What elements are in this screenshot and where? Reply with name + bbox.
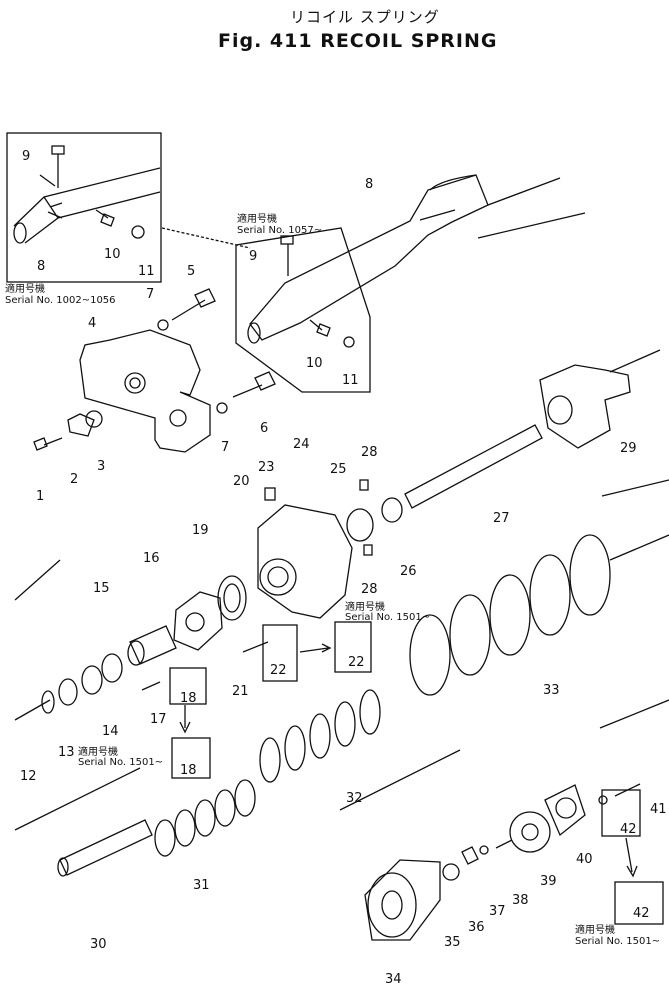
cylinder-8 xyxy=(249,174,489,341)
idler-34 xyxy=(364,859,441,941)
callout-22a: 22 xyxy=(270,663,287,678)
callout-7a: 7 xyxy=(146,287,154,302)
callout-36: 36 xyxy=(468,920,485,935)
note-serial-1501-b: Serial No. 1501~ xyxy=(78,757,163,768)
inset-box-1002 xyxy=(6,132,162,283)
callout-38: 38 xyxy=(512,893,529,908)
box-22b xyxy=(334,621,372,673)
inset-box-1057 xyxy=(235,227,371,393)
callout-3: 3 xyxy=(97,459,105,474)
callout-33: 33 xyxy=(543,683,560,698)
callout-34: 34 xyxy=(385,972,402,984)
note-serial-1501-b-jp: 適用号機 xyxy=(78,745,118,758)
callout-1: 1 xyxy=(36,489,44,504)
callout-20: 20 xyxy=(233,474,250,489)
inset-cylinder xyxy=(13,167,161,244)
callout-35: 35 xyxy=(444,935,461,950)
note-serial-1002: Serial No. 1002~1056 xyxy=(5,295,116,306)
callout-4: 4 xyxy=(88,316,96,331)
callout-9a: 9 xyxy=(22,149,30,164)
callout-28b: 28 xyxy=(361,582,378,597)
callout-8b: 8 xyxy=(37,259,45,274)
callout-11b: 11 xyxy=(342,373,359,388)
note-serial-1501-c: Serial No. 1501~ xyxy=(575,936,660,947)
callout-10b: 10 xyxy=(306,356,323,371)
callout-26: 26 xyxy=(400,564,417,579)
callout-16: 16 xyxy=(143,551,160,566)
callout-15: 15 xyxy=(93,581,110,596)
callout-17: 17 xyxy=(150,712,167,727)
callout-42b: 42 xyxy=(633,906,650,921)
callout-41: 41 xyxy=(650,802,667,817)
callout-39: 39 xyxy=(540,874,557,889)
box-42a xyxy=(601,789,641,837)
figure-title: Fig. 411 RECOIL SPRING xyxy=(218,30,498,52)
callout-5: 5 xyxy=(187,264,195,279)
callout-22b: 22 xyxy=(348,655,365,670)
callout-40: 40 xyxy=(576,852,593,867)
box-18b xyxy=(171,737,211,779)
callout-37: 37 xyxy=(489,904,506,919)
callout-31: 31 xyxy=(193,878,210,893)
callout-42a: 42 xyxy=(620,822,637,837)
callout-18b: 18 xyxy=(180,763,197,778)
box-18a xyxy=(169,667,207,705)
plate-16 xyxy=(173,591,223,651)
callout-27: 27 xyxy=(493,511,510,526)
callout-10a: 10 xyxy=(104,247,121,262)
box-42b xyxy=(614,881,664,925)
tube-30 xyxy=(59,819,153,876)
note-serial-1501-c-jp: 適用号機 xyxy=(575,923,615,936)
callout-6: 6 xyxy=(260,421,268,436)
callout-24: 24 xyxy=(293,437,310,452)
box-22a xyxy=(262,624,298,682)
callout-23: 23 xyxy=(258,460,275,475)
callout-21: 21 xyxy=(232,684,249,699)
rod-27 xyxy=(404,424,543,509)
callout-30: 30 xyxy=(90,937,107,952)
callout-14: 14 xyxy=(102,724,119,739)
callout-8a: 8 xyxy=(365,177,373,192)
callout-2: 2 xyxy=(70,472,78,487)
end-cap-29 xyxy=(539,364,631,449)
bracket-4 xyxy=(79,329,211,453)
spring-32 xyxy=(259,689,381,783)
callout-28a: 28 xyxy=(361,445,378,460)
note-serial-1057-jp: 適用号機 xyxy=(237,212,277,225)
callout-32: 32 xyxy=(346,791,363,806)
callout-13: 13 xyxy=(58,745,75,760)
housing-24 xyxy=(257,504,353,619)
callout-12: 12 xyxy=(20,769,37,784)
title-japanese: リコイル スプリング xyxy=(290,8,440,26)
callout-9b: 9 xyxy=(249,249,257,264)
note-serial-1057: Serial No. 1057~ xyxy=(237,225,322,236)
callout-29: 29 xyxy=(620,441,637,456)
callout-7b: 7 xyxy=(221,440,229,455)
callout-18a: 18 xyxy=(180,691,197,706)
spring-31 xyxy=(154,779,256,857)
spring-33 xyxy=(409,534,611,696)
note-serial-1501-a-jp: 適用号機 xyxy=(345,600,385,613)
note-serial-1002-jp: 適用号機 xyxy=(5,282,45,295)
callout-25: 25 xyxy=(330,462,347,477)
note-serial-1501-a: Serial No. 1501~ xyxy=(345,612,430,623)
callout-11a: 11 xyxy=(138,264,155,279)
callout-19: 19 xyxy=(192,523,209,538)
